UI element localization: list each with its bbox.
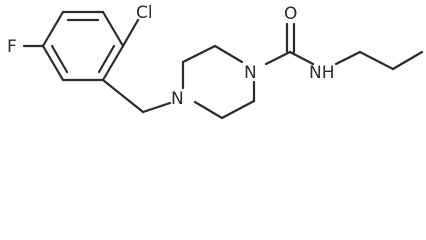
bond-ring-double-3 bbox=[97, 44, 116, 74]
carbonyl-oxygen-label: O bbox=[284, 4, 297, 24]
bond-nh-propyl-1 bbox=[334, 50, 362, 66]
bond-carbonyl-nh bbox=[288, 50, 315, 66]
bond-ring-ch2 bbox=[101, 78, 145, 114]
bond-ring-c2-c3 bbox=[101, 10, 125, 48]
bond-c-cl bbox=[121, 18, 140, 48]
bond-ring-c5-c6 bbox=[41, 44, 65, 82]
piperazine-n1-label: N bbox=[244, 63, 257, 83]
bond-n1-carbonyl bbox=[264, 50, 292, 66]
chlorine-label: Cl bbox=[136, 3, 153, 23]
molecule-canvas: F Cl N N O NH bbox=[7, 3, 424, 120]
bond-pip-c-c-bottom-right bbox=[220, 99, 256, 120]
structure-diagram: F Cl N N O NH bbox=[7, 3, 424, 120]
bond-propyl-1-2 bbox=[358, 50, 395, 71]
bond-propyl-2-3 bbox=[391, 50, 424, 71]
piperazine-ring bbox=[181, 44, 256, 120]
piperazine-n4-label: N bbox=[171, 89, 184, 109]
bond-ring-double-2 bbox=[50, 44, 69, 74]
bond-pip-c-c-top-left bbox=[181, 44, 217, 64]
benzene-ring bbox=[41, 10, 125, 82]
bond-ring-c4-c5 bbox=[41, 10, 65, 48]
amide-nh-label: NH bbox=[309, 63, 335, 83]
fluorine-label: F bbox=[7, 37, 17, 57]
bond-ch2-n bbox=[141, 101, 172, 114]
bond-pip-c-n4-bottom bbox=[193, 100, 224, 120]
bond-ring-c1-c2 bbox=[101, 44, 125, 82]
bond-pip-c-n1-top bbox=[213, 44, 244, 64]
